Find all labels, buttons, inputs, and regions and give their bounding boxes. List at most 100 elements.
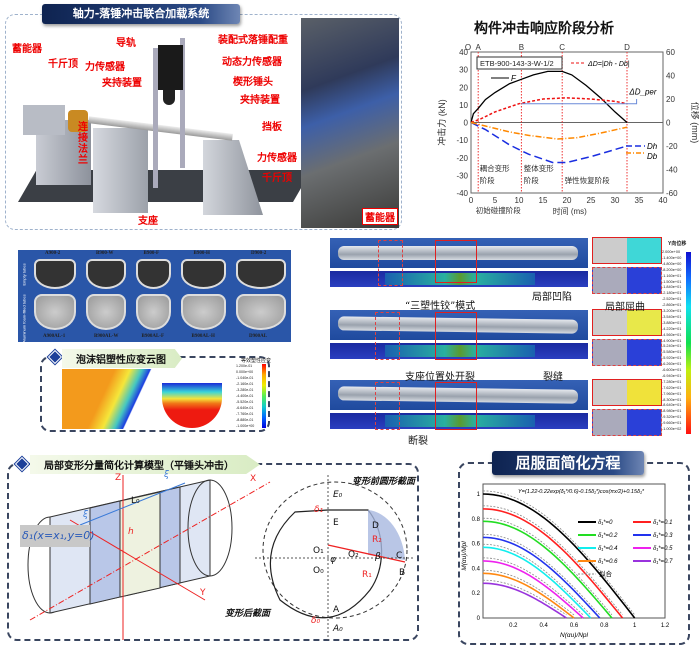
foam-tube-section (86, 294, 126, 330)
specimen-label: D900AL (249, 334, 268, 339)
y-legend-value: -7.620e+01 (662, 385, 682, 390)
support-mid (93, 128, 148, 213)
label-weight: 装配式落锤配重 (218, 35, 288, 46)
label-delta: δ₁(x=x₁,y=0) (22, 529, 95, 542)
hinge-box (435, 382, 477, 430)
legend-label: δ₁*=0 (598, 520, 613, 526)
y-legend-value: -7.960e+01 (662, 391, 682, 396)
beam-failure-panel (330, 237, 665, 448)
specimen-label: B900AL-F (141, 334, 165, 339)
dper-annotation: ΔD_per (628, 87, 656, 96)
label-R1: R₁ (362, 570, 372, 580)
y-tick-label: 0.6 (472, 542, 481, 548)
foam-tube-section (181, 294, 226, 330)
delta-label-bg (20, 525, 90, 547)
label-accumulator-photo: 蓄能器 (362, 208, 398, 225)
foam-legend-value: -1.040e-01 (236, 376, 254, 380)
y-legend-value: -3.200e+01 (662, 309, 682, 313)
y-legend-value: -4.220e+01 (662, 326, 682, 331)
foam-tube-section (236, 294, 286, 330)
series-5 (482, 560, 584, 619)
label-sensor-right: 力传感器 (257, 153, 297, 164)
y-legend-value: -6.600e+01 (662, 368, 682, 372)
x-axis-label: 时间 (ms) (553, 206, 588, 216)
row-label: Empty tubes (21, 263, 27, 286)
y-tick-label: 30 (459, 66, 468, 75)
label-D: D (372, 521, 379, 531)
label-jack: 千斤顶 (48, 59, 78, 70)
label-Z: Z (115, 473, 122, 483)
section-after (269, 509, 383, 619)
indent-zone (119, 491, 161, 598)
specimen-label: D900-2 (251, 251, 267, 256)
foam-legend-value: -1.000e+00 (236, 424, 255, 428)
specimen-label: B900AL-H (191, 334, 215, 339)
label-B: B (399, 568, 406, 578)
y-tick-label: 0.4 (472, 566, 481, 572)
support-box (378, 240, 403, 286)
foam-tube-section (34, 294, 76, 330)
legend-label: δ₁*=0.4 (598, 546, 618, 552)
label-L0: L₀ (131, 496, 140, 506)
series-1 (470, 97, 628, 124)
local-dent-box (592, 379, 662, 406)
foam-legend-title: 等效塑性应变 (241, 358, 272, 364)
label-h: h (128, 527, 134, 537)
y-legend-value: -1.400e+00 (662, 255, 682, 260)
legend-label: δ₁*=0.2 (598, 533, 618, 539)
label-hinge-mode: “三塑性铰”模式 (405, 301, 476, 312)
phase-name: 耦合变形 (480, 163, 510, 173)
y2-tick-label: 20 (666, 95, 675, 104)
local-buckle-box (592, 339, 662, 366)
legend-label: δ₁*=0.5 (653, 546, 673, 552)
label-flange: 连接法兰 (78, 122, 88, 166)
y-displacement-colorbar (686, 252, 691, 434)
legend-label: δ₁*=0.6 (598, 559, 618, 565)
specimen-label: B900-F (143, 251, 160, 256)
foam-legend-value: -6.640e-01 (236, 406, 254, 410)
label-crack: 裂缝 (543, 372, 563, 383)
x-tick-label: 25 (587, 196, 596, 205)
impact-chart-title: 构件冲击响应阶段分析 (474, 21, 614, 37)
series-4 (482, 546, 592, 619)
label-buckle: 局部屈曲 (605, 302, 645, 313)
phase-name: 阶段 (524, 175, 539, 185)
fit-curve-1 (482, 505, 623, 616)
specimen-label: A900AL-1 (43, 334, 66, 339)
y-legend-value: 2.000e+00 (662, 250, 681, 254)
series-3 (470, 121, 628, 140)
y-legend-value: -5.920e+01 (662, 356, 682, 361)
fit-curve-7 (482, 579, 567, 616)
y-tick-label: -30 (456, 171, 468, 180)
y2-axis-label: 位移 (mm) (690, 102, 699, 144)
label-O0: O₀ (313, 566, 324, 576)
specimen-label: A900-2 (45, 251, 61, 256)
label-A0: A₀ (333, 624, 343, 634)
label-phi: φ (330, 555, 336, 565)
legend-dh: Dh (647, 142, 658, 151)
legend-f: F (511, 74, 517, 83)
label-X: X (250, 474, 257, 484)
label-baffle: 挡板 (262, 122, 282, 133)
specimen-label: B900AL-W (94, 334, 119, 339)
label-A: A (333, 605, 340, 615)
support-box (375, 382, 400, 430)
y-tick-label: -10 (456, 136, 468, 145)
support-box (375, 312, 400, 360)
series-0 (470, 70, 628, 123)
y-tick-label: 0.2 (472, 591, 481, 597)
test-rig-cad-image (18, 30, 312, 225)
label-E: E (333, 518, 339, 528)
y-tick-label: 0 (464, 119, 469, 128)
label-sensor: 力传感器 (85, 62, 125, 73)
guide-rail-2 (180, 38, 185, 168)
y-displacement-legend-title: Y向位移 (668, 241, 687, 247)
y-axis (69, 519, 206, 601)
foam-legend-value: 1.200e-01 (236, 364, 253, 368)
specimen-label: ETB-900-143-3-W-1/2 (480, 59, 554, 68)
foam-contour-side (62, 369, 152, 429)
y-legend-value: -7.280e+01 (662, 379, 682, 384)
y-tick-label: -40 (456, 189, 468, 198)
